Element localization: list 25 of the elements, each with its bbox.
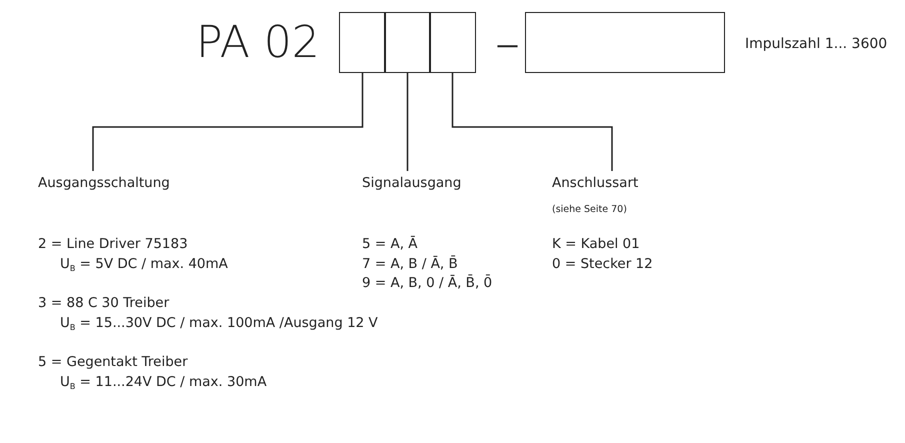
option-text: 2 = Line Driver 75183 (38, 236, 188, 252)
option-text: U$_{B}$ = 11...24V DC / max. 30mA (60, 374, 267, 393)
leader-line (452, 73, 613, 171)
option-text: U$_{B}$ = 15...30V DC / max. 100mA /Ausgang 12 V (60, 315, 378, 334)
option-text: K = Kabel 01 (552, 236, 640, 252)
leader-line (406, 73, 408, 171)
option-text: U$_{B}$ = 5V DC / max. 40mA (60, 256, 228, 275)
option-text: 0 = Stecker 12 (552, 256, 653, 272)
category-heading: Ausgangsschaltung (38, 175, 170, 191)
type-code: PA 02 (196, 16, 320, 70)
dash-separator: – (495, 14, 520, 72)
code-box (339, 12, 386, 73)
note-text: (siehe Seite 70) (552, 203, 627, 217)
option-text: 5 = Gegentakt Treiber (38, 354, 188, 370)
code-box (525, 12, 725, 73)
option-text: 3 = 88 C 30 Treiber (38, 295, 170, 311)
category-heading: Signalausgang (362, 175, 462, 191)
leader-line (92, 73, 364, 171)
category-heading: Anschlussart (552, 175, 638, 191)
option-text: 5 = A, Ā (362, 236, 418, 252)
range-text: Impulszahl 1... 3600 (745, 36, 888, 52)
code-box (384, 12, 431, 73)
option-text: 7 = A, B / Ā, B̄ (362, 256, 458, 272)
code-box (429, 12, 476, 73)
option-text: 9 = A, B, 0 / Ā, B̄, 0̄ (362, 275, 492, 291)
